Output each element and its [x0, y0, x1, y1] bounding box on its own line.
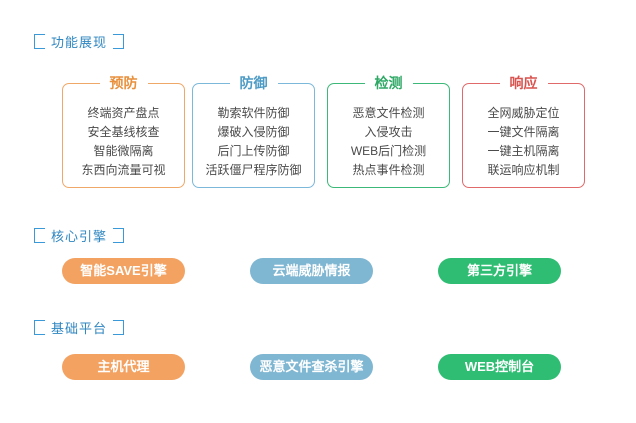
bracket-right-icon — [113, 228, 125, 243]
platform-pill-malware-engine[interactable]: 恶意文件查杀引擎 — [250, 354, 373, 380]
card-detection[interactable]: 检测 恶意文件检测 入侵攻击 WEB后门检测 热点事件检测 — [327, 73, 450, 188]
section-label-platform: 基础平台 — [34, 318, 125, 337]
card-item: 热点事件检测 — [352, 163, 425, 177]
card-item: 入侵攻击 — [364, 125, 413, 139]
bracket-right-icon — [113, 320, 125, 335]
card-item: 全网威胁定位 — [487, 106, 560, 120]
card-item: 后门上传防御 — [217, 144, 290, 158]
card-item: 一键主机隔离 — [487, 144, 560, 158]
card-body: 勒索软件防御 爆破入侵防御 后门上传防御 活跃僵尸程序防御 — [193, 84, 314, 192]
card-response[interactable]: 响应 全网威胁定位 一键文件隔离 一键主机隔离 联运响应机制 — [462, 73, 585, 188]
card-item: 智能微隔离 — [93, 144, 154, 158]
bracket-left-icon — [34, 320, 45, 335]
card-item: 恶意文件检测 — [352, 106, 425, 120]
bracket-right-icon — [113, 34, 125, 49]
card-body: 恶意文件检测 入侵攻击 WEB后门检测 热点事件检测 — [328, 84, 449, 192]
card-title: 防御 — [229, 73, 278, 93]
card-item: 终端资产盘点 — [87, 106, 160, 120]
section-label-text: 基础平台 — [51, 321, 108, 336]
card-item: 联运响应机制 — [487, 163, 560, 177]
section-label-text: 核心引擎 — [51, 229, 108, 244]
card-item: 东西向流量可视 — [81, 163, 166, 177]
card-item: 一键文件隔离 — [487, 125, 560, 139]
card-item: 安全基线核查 — [87, 125, 160, 139]
section-label-capabilities: 功能展现 — [34, 32, 125, 51]
engine-pill-save[interactable]: 智能SAVE引擎 — [62, 258, 185, 284]
card-defense[interactable]: 防御 勒索软件防御 爆破入侵防御 后门上传防御 活跃僵尸程序防御 — [192, 73, 315, 188]
card-prevention[interactable]: 预防 终端资产盘点 安全基线核查 智能微隔离 东西向流量可视 — [62, 73, 185, 188]
card-item: 勒索软件防御 — [217, 106, 290, 120]
card-item: WEB后门检测 — [350, 144, 427, 158]
section-label-text: 功能展现 — [51, 35, 108, 50]
card-item: 活跃僵尸程序防御 — [205, 163, 302, 177]
bracket-left-icon — [34, 34, 45, 49]
card-title: 响应 — [499, 73, 548, 93]
platform-pill-web-console[interactable]: WEB控制台 — [438, 354, 561, 380]
engine-pill-threat-intel[interactable]: 云端威胁情报 — [250, 258, 373, 284]
card-body: 全网威胁定位 一键文件隔离 一键主机隔离 联运响应机制 — [463, 84, 584, 192]
platform-pill-host-agent[interactable]: 主机代理 — [62, 354, 185, 380]
section-label-core-engines: 核心引擎 — [34, 226, 125, 245]
bracket-left-icon — [34, 228, 45, 243]
engine-pill-third-party[interactable]: 第三方引擎 — [438, 258, 561, 284]
card-item: 爆破入侵防御 — [217, 125, 290, 139]
card-title: 检测 — [364, 73, 413, 93]
card-body: 终端资产盘点 安全基线核查 智能微隔离 东西向流量可视 — [63, 84, 184, 192]
card-title: 预防 — [99, 73, 148, 93]
